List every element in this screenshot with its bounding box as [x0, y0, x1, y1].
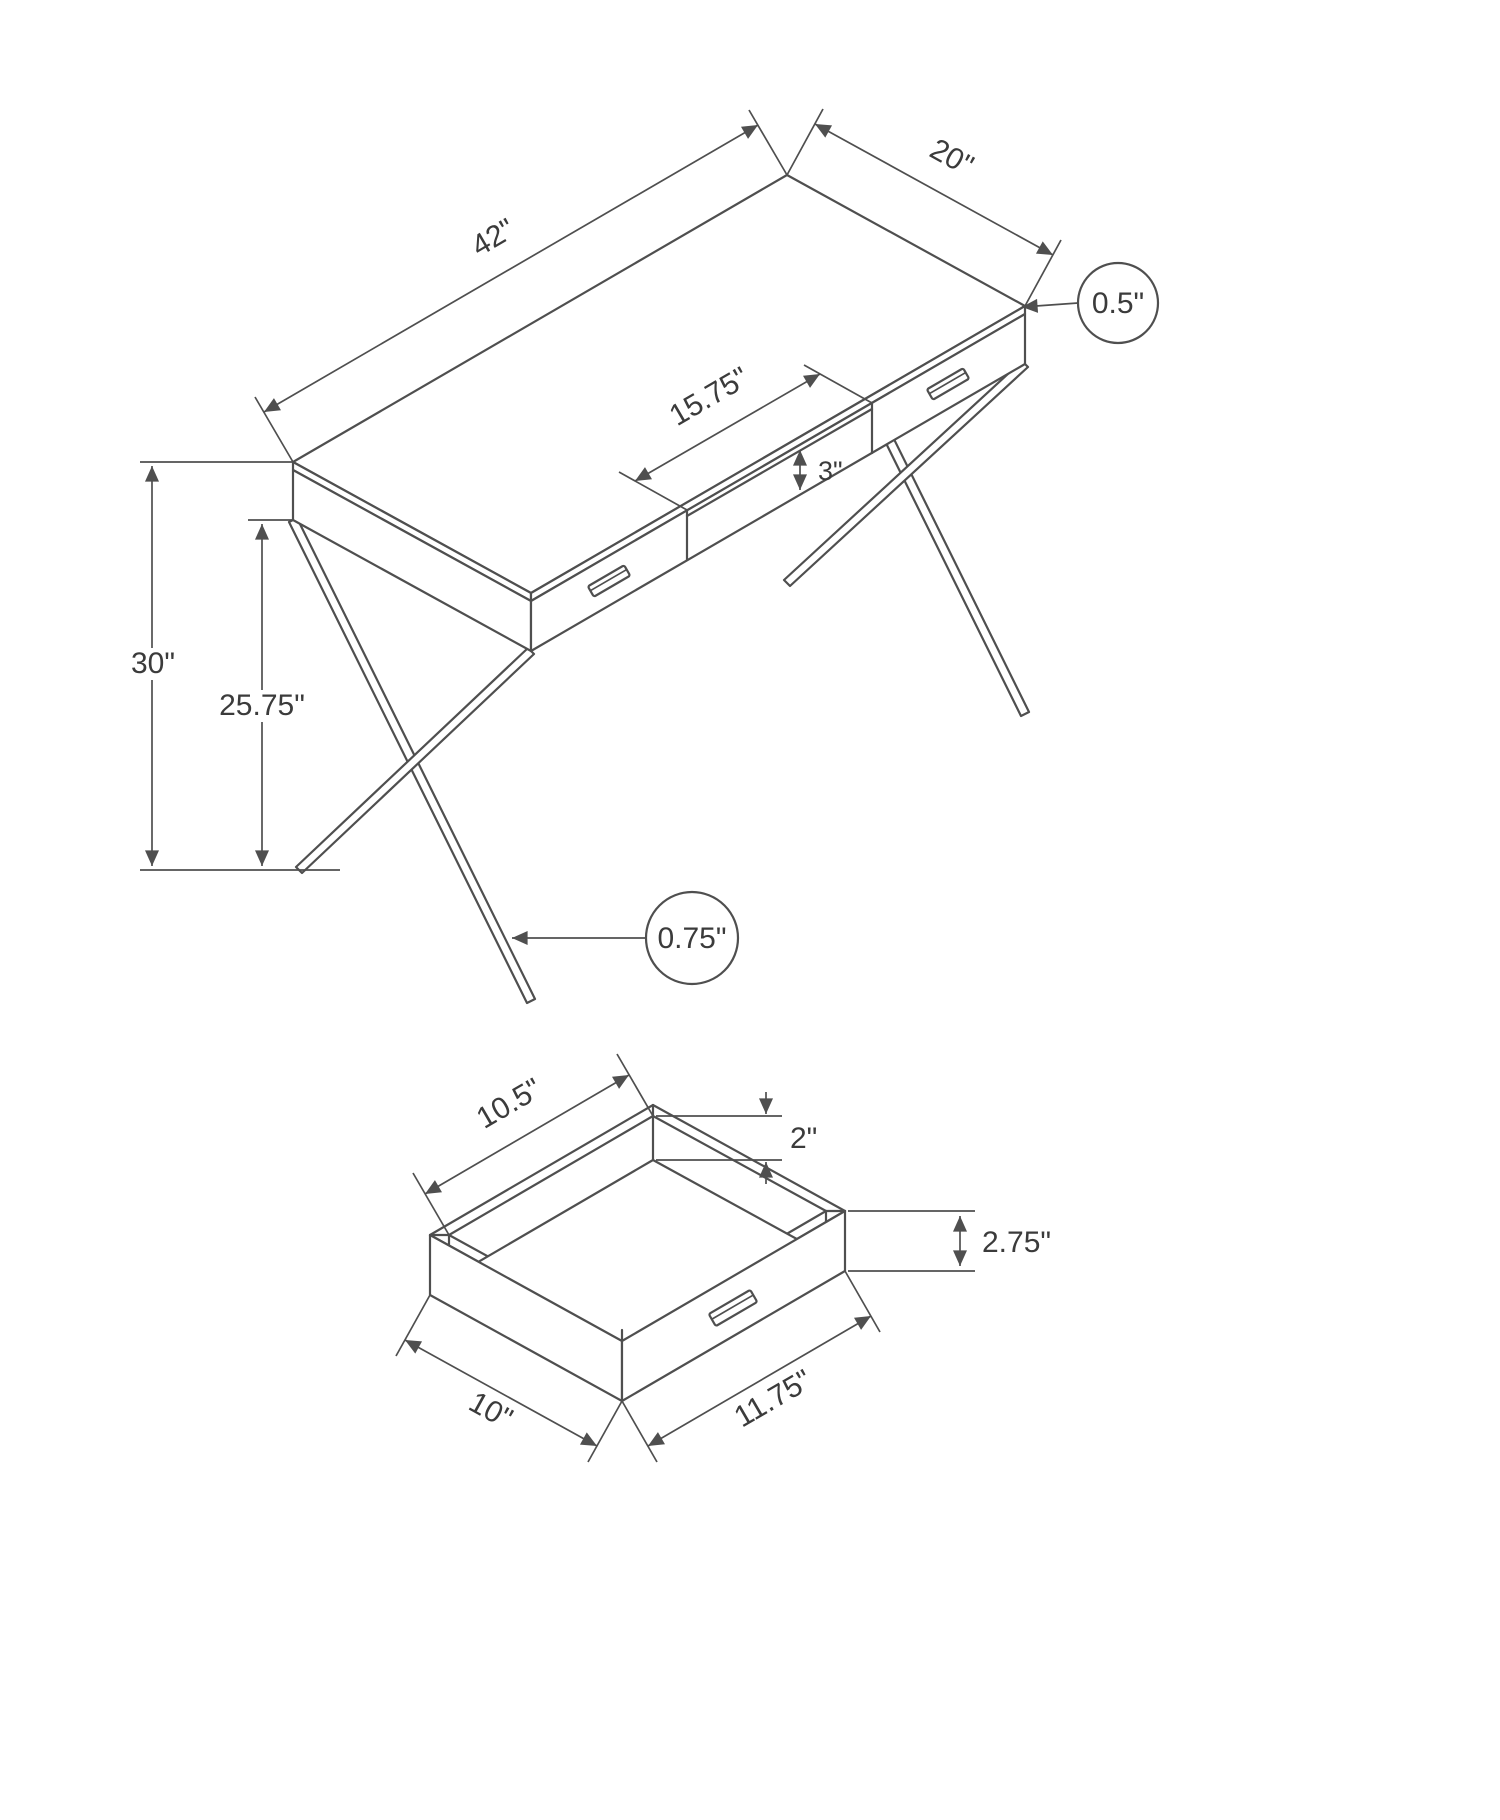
drawer-box [428, 1103, 847, 1403]
leg-tube [294, 646, 536, 875]
callout-circle [1076, 261, 1160, 345]
desk-apron-front-face [529, 312, 1027, 653]
callout-circle [644, 890, 740, 986]
dim-overall-height: 30" [120, 461, 340, 871]
dim-drawer-outer-height-label: 2.75" [982, 1226, 1051, 1259]
callout-leg-tube: 0.75" [512, 890, 740, 986]
dim-drawer-inner-width-label: 10.5" [471, 1072, 547, 1135]
dim-opening-height-label: 3" [818, 456, 843, 486]
desk-body [291, 173, 1027, 653]
dim-desk-depth-label: 20" [924, 133, 978, 183]
dim-drawer-inner-height-label: 2" [790, 1122, 817, 1155]
dim-opening-height: 3" [792, 450, 843, 490]
dim-clearance-height: 25.75" [210, 519, 314, 866]
dim-top-thickness-label: 0.5" [1092, 287, 1144, 320]
desk-isometric-view: 42" 20" 0.5" 15.75" 3" [120, 108, 1160, 1005]
dim-leg-tube-label: 0.75" [657, 922, 726, 955]
dim-clearance-height-label: 25.75" [219, 689, 305, 722]
desk-left-drawer-handle [587, 564, 631, 598]
dim-drawer-front-width-label: 11.75" [729, 1364, 818, 1435]
dim-drawer-outer-height: 2.75" [848, 1210, 1051, 1272]
callout-top-thickness: 0.5" [1021, 261, 1160, 345]
dim-overall-height-label: 30" [131, 647, 175, 680]
dim-drawer-side-depth-label: 10" [463, 1386, 517, 1436]
drawer-isometric-view: 10.5" 2" 2.75" 10" 11 [395, 1053, 1051, 1463]
dim-drawer-inner-height: 2" [656, 1092, 817, 1184]
desk-right-drawer-handle [926, 367, 970, 401]
dim-desk-width-label: 42" [466, 212, 521, 263]
leg-tube [782, 359, 1030, 588]
